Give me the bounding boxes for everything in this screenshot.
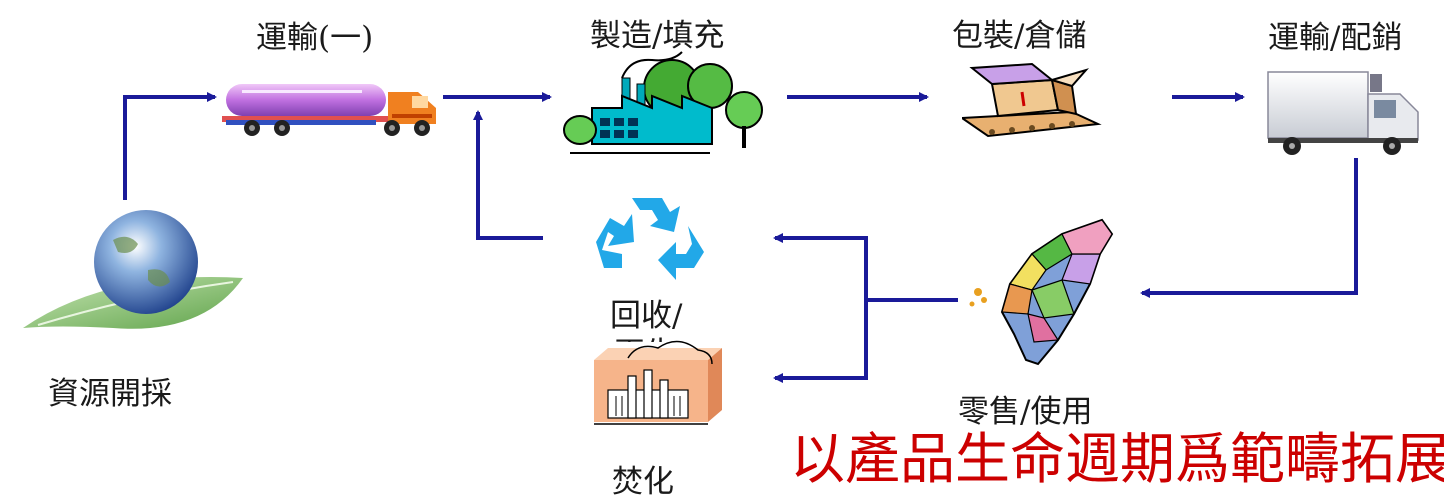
tanker-truck-icon [222, 84, 436, 136]
box-conveyor-icon [962, 62, 1102, 138]
node-label-retail: 零售/使用 [958, 394, 1093, 430]
incinerator-icon [594, 340, 722, 425]
node-label-recycle-cut: 再生 [614, 328, 676, 342]
taiwan-map-icon [969, 218, 1114, 366]
arrow-branch-to-recycle [773, 233, 868, 300]
arrow-recycle-to-transport [473, 110, 543, 240]
arrow-branch-to-incinerate [773, 300, 868, 383]
node-label-recycle: 回收/ [610, 298, 683, 334]
node-label-resource-extraction: 資源開採 [48, 376, 172, 412]
headline-text: 以產品生命週期爲範疇拓展環 [790, 427, 1444, 491]
factory-icon [563, 51, 763, 154]
recycle-icon [596, 198, 704, 280]
arrow-resource-to-transport [123, 92, 217, 200]
node-label-packaging: 包裝/倉儲 [952, 18, 1087, 54]
earth-on-leaf-icon [23, 210, 243, 329]
arrow-distribution-to-retail [1140, 158, 1358, 298]
node-label-distribution: 運輸/配銷 [1268, 20, 1403, 56]
node-label-manufacture: 製造/填充 [590, 18, 725, 54]
node-label-incinerate: 焚化 [612, 464, 674, 500]
node-label-transport-1: 運輸(一) [256, 20, 374, 56]
box-truck-icon [1267, 71, 1419, 155]
